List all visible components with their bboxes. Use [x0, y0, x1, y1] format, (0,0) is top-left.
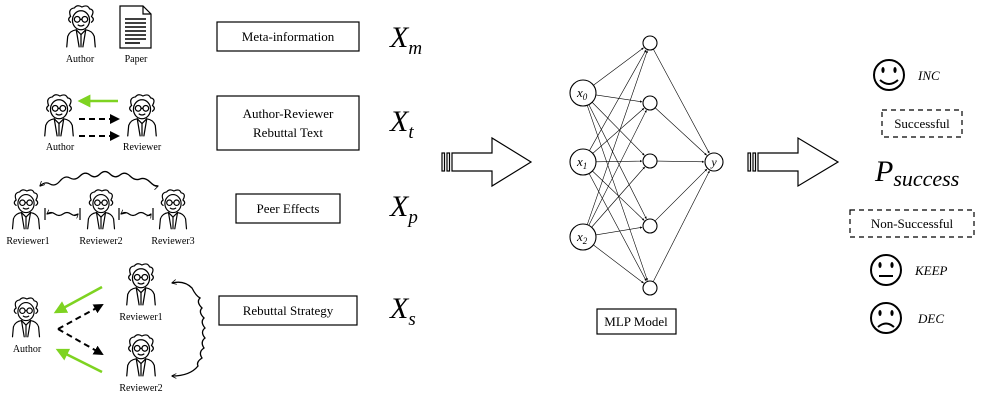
input-node-label: x0 — [576, 85, 588, 102]
network-edge — [654, 168, 708, 222]
hidden-node — [642, 218, 658, 234]
network-edge — [588, 173, 647, 282]
network-edge — [591, 166, 645, 228]
reviewer1-label: Reviewer1 — [119, 312, 162, 323]
network-edge — [592, 170, 645, 221]
input-node — [569, 148, 597, 176]
rebuttal-text-line2: Rebuttal Text — [253, 125, 323, 140]
peer-wavy-arrow — [40, 170, 158, 187]
reviewer-figure — [127, 94, 157, 137]
network-edge — [656, 160, 705, 164]
mlp-network: x0 x1 x2 y — [569, 35, 724, 296]
non-successful-box — [849, 209, 975, 238]
author-figure — [44, 94, 74, 137]
reviewer2-figure — [126, 334, 156, 377]
reviewer2-label: Reviewer2 — [79, 236, 122, 247]
network-edge — [589, 49, 647, 151]
rebuttal-arrow — [55, 348, 103, 374]
network-edge — [652, 170, 710, 282]
author-figure — [66, 5, 96, 48]
dec-label: DEC — [917, 311, 944, 326]
network-edge — [593, 47, 644, 86]
rebuttal-arrow — [53, 285, 103, 314]
mlp-model-box — [596, 308, 677, 335]
rebuttal-strategy-label: Rebuttal Strategy — [243, 303, 334, 318]
author-label: Author — [13, 344, 42, 355]
mlp-model-label: MLP Model — [604, 314, 668, 329]
smiley-happy-icon — [873, 59, 905, 91]
smiley-sad-icon — [870, 302, 902, 334]
input-node — [569, 79, 597, 107]
meta-information-box — [216, 21, 360, 52]
peer-link-arrow — [121, 213, 151, 216]
flow-arrow — [441, 136, 533, 188]
flow-arrow — [747, 136, 840, 188]
network-edge — [654, 107, 707, 156]
review-arrow — [57, 304, 104, 330]
feature-symbol-xs: Xs — [389, 292, 416, 330]
input-node — [569, 223, 597, 251]
reviewer-wavy-arrow — [172, 282, 206, 376]
output-node — [704, 152, 724, 172]
author-label: Author — [66, 54, 95, 65]
smiley-neutral-icon — [870, 254, 902, 286]
p-success-symbol: Psuccess — [874, 155, 959, 191]
successful-label: Successful — [894, 116, 950, 131]
reviewer1-figure — [126, 263, 156, 306]
review-arrow — [57, 328, 104, 355]
author-figure — [11, 297, 41, 338]
hidden-node — [642, 35, 658, 51]
rebuttal-strategy-box — [218, 295, 358, 326]
reviewer3-label: Reviewer3 — [151, 236, 194, 247]
input-node-label: x2 — [576, 229, 588, 246]
feature-symbol-xp: Xp — [389, 190, 418, 228]
hidden-node — [642, 153, 658, 169]
reviewer-label: Reviewer — [123, 142, 162, 153]
input-node-label: x1 — [576, 154, 587, 171]
feature-symbol-xt: Xt — [389, 105, 414, 143]
network-edge — [595, 159, 643, 163]
network-edge — [588, 109, 647, 226]
paper-icon — [119, 5, 152, 49]
peer-effects-label: Peer Effects — [257, 201, 320, 216]
feature-symbol-xm: Xm — [389, 21, 422, 59]
network-edge — [586, 105, 648, 281]
rebuttal-text-box — [216, 95, 360, 151]
network-edge — [593, 244, 644, 284]
network-edge — [653, 49, 710, 154]
hidden-node — [642, 280, 658, 296]
network-edge — [591, 102, 645, 156]
reviewer1-figure — [11, 189, 41, 230]
inc-label: INC — [917, 68, 940, 83]
keep-label: KEEP — [914, 263, 948, 278]
paper-label: Paper — [125, 54, 148, 65]
non-successful-label: Non-Successful — [871, 216, 954, 231]
author-label: Author — [46, 142, 75, 153]
reviewer1-label: Reviewer1 — [6, 236, 49, 247]
reviewer2-label: Reviewer2 — [119, 383, 162, 394]
meta-information-label: Meta-information — [242, 29, 335, 44]
network-edge — [586, 50, 648, 225]
reviewer2-figure — [86, 189, 116, 230]
reviewer3-figure — [158, 189, 188, 230]
output-node-label: y — [710, 155, 717, 169]
network-edge — [595, 226, 643, 236]
successful-box — [881, 109, 963, 138]
peer-link-arrow — [47, 213, 78, 216]
network-edge — [592, 108, 645, 154]
rebuttal-text-line1: Author-Reviewer — [243, 106, 334, 121]
hidden-node — [642, 95, 658, 111]
peer-effects-box — [235, 193, 341, 224]
